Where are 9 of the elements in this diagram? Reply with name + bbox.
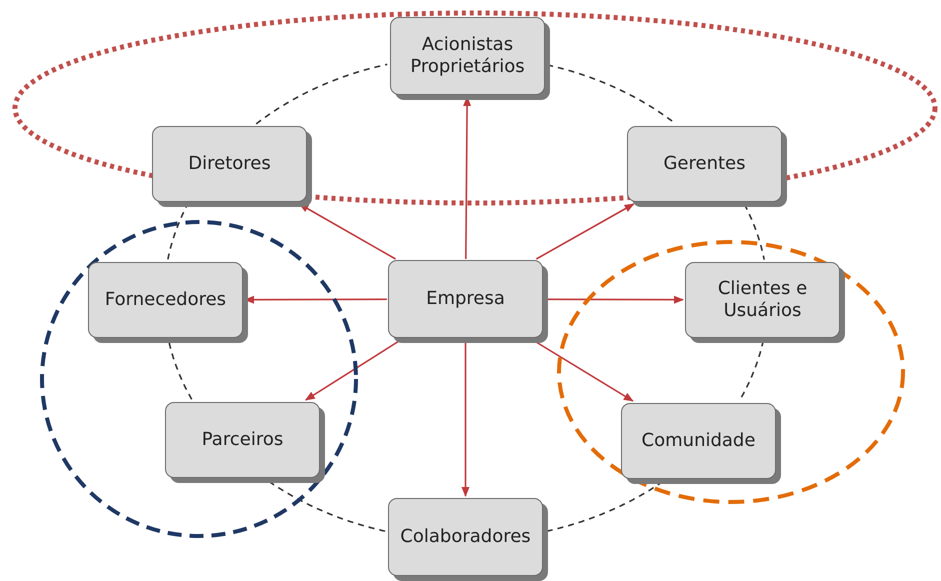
connector-line bbox=[167, 204, 188, 260]
arrow bbox=[536, 203, 635, 260]
group-circle bbox=[38, 218, 360, 540]
group-ellipse bbox=[10, 8, 940, 208]
group-ellipse bbox=[555, 238, 907, 506]
arrow bbox=[298, 203, 396, 260]
connector-line bbox=[256, 64, 388, 125]
connector-line bbox=[547, 64, 676, 124]
connector-line bbox=[168, 340, 192, 400]
